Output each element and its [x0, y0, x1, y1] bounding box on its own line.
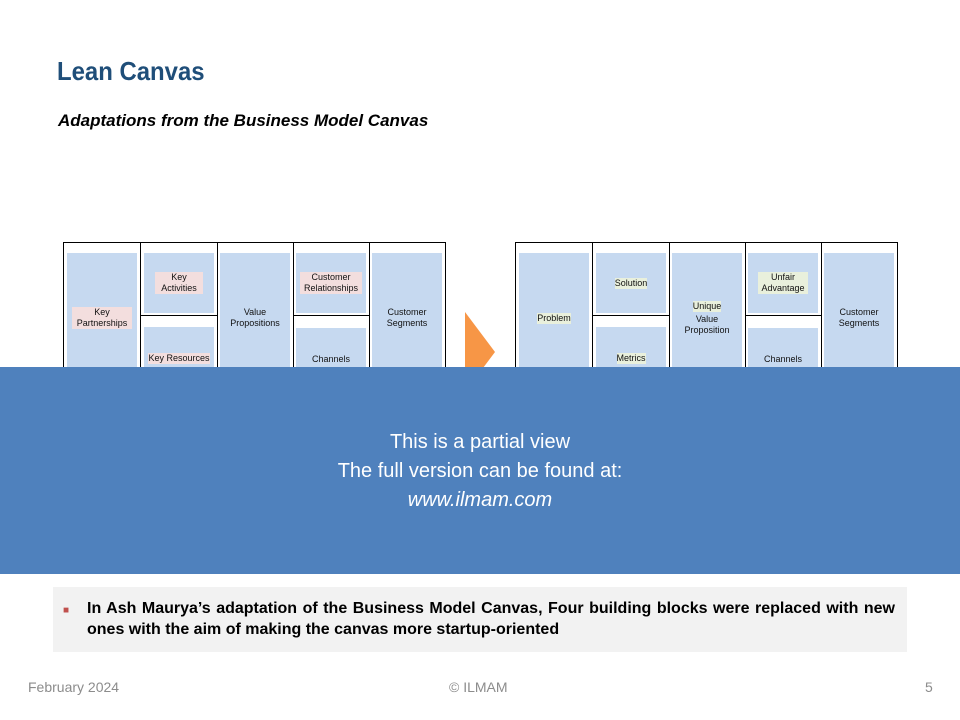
footer-copyright: © ILMAM — [449, 679, 508, 695]
partial-view-banner: This is a partial view The full version … — [0, 367, 960, 574]
channels: Channels — [311, 354, 351, 364]
key-resources: Key Resources — [148, 353, 210, 364]
unfair-advantage: Unfair Advantage — [758, 272, 808, 294]
bmc-col-1: Key Partnerships — [64, 243, 141, 383]
footer-date: February 2024 — [28, 679, 120, 695]
customer-segments: Customer Segments — [838, 307, 880, 328]
bmc-col-2: Key Activities Key Resources — [141, 243, 218, 383]
metrics: Metrics — [616, 353, 646, 364]
value-propositions: Value Propositions — [230, 307, 280, 328]
customer-relationships: Customer Relationships — [300, 272, 362, 294]
bmc-col-5: Customer Segments — [369, 243, 446, 383]
key-activities: Key Activities — [155, 272, 203, 294]
channels: Channels — [763, 354, 803, 364]
lean-col-5: Customer Segments — [821, 243, 898, 383]
bmc-col-4: Customer Relationships Channels — [293, 243, 370, 383]
bmc-col-3: Value Propositions — [217, 243, 294, 383]
lean-col-1: Problem — [516, 243, 593, 383]
business-model-canvas: Key Partnerships Key Activities Key Reso… — [63, 242, 446, 383]
banner-line-2: The full version can be found at: — [337, 460, 623, 482]
note-box: ■ In Ash Maurya’s adaptation of the Busi… — [53, 587, 907, 652]
note-text: In Ash Maurya’s adaptation of the Busine… — [87, 600, 895, 638]
banner-line-1: This is a partial view — [389, 431, 571, 453]
customer-segments: Customer Segments — [386, 307, 428, 328]
solution: Solution — [614, 277, 648, 289]
problem: Problem — [537, 312, 571, 324]
banner-url[interactable]: www.ilmam.com — [407, 489, 553, 511]
unique: Unique — [692, 300, 722, 312]
value-proposition: Value Proposition — [684, 313, 730, 335]
slide-subtitle: Adaptations from the Business Model Canv… — [58, 111, 429, 130]
lean-col-2: Solution Metrics — [593, 243, 670, 383]
page-number: 5 — [925, 679, 933, 695]
key-partnerships: Key Partnerships — [72, 307, 132, 329]
slide-title: Lean Canvas — [57, 56, 205, 86]
square-bullet-icon: ■ — [63, 605, 70, 616]
lean-col-4: Unfair Advantage Channels — [745, 243, 822, 383]
